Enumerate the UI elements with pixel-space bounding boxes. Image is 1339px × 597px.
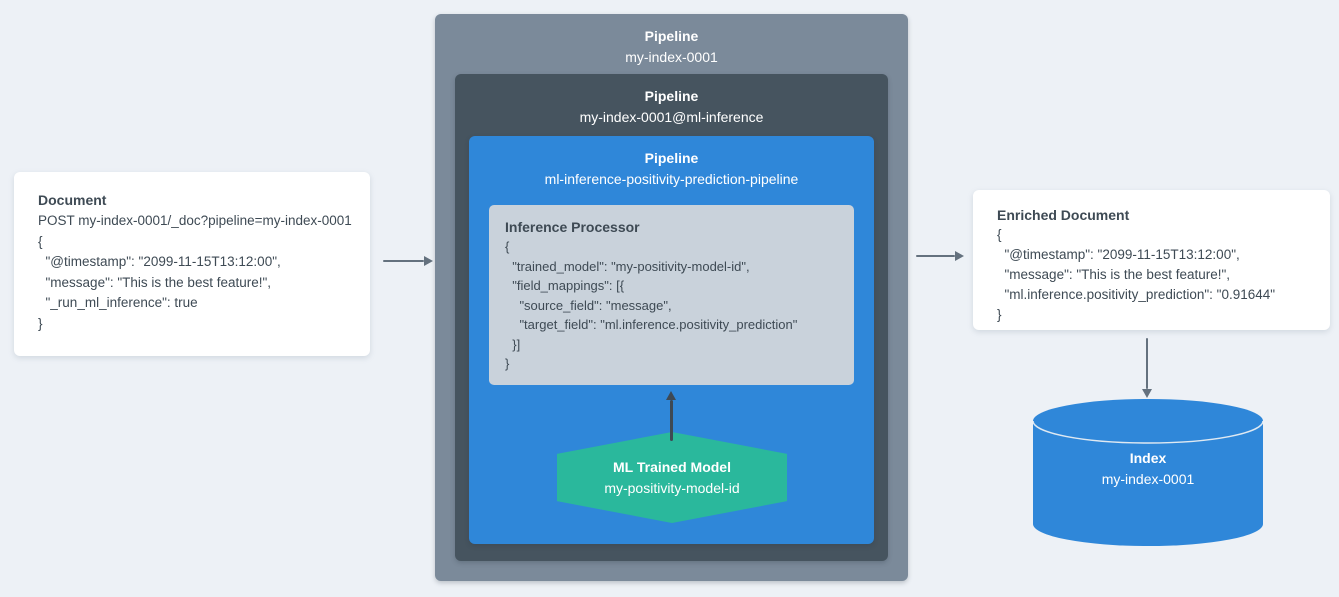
document-code-line: POST my-index-0001/_doc?pipeline=my-inde… (38, 213, 352, 228)
enriched-code-line: "ml.inference.positivity_prediction": "0… (997, 287, 1276, 302)
ml-trained-model-name: my-positivity-model-id (604, 479, 740, 496)
document-code-line: { (38, 233, 43, 249)
enriched-code-line: } (997, 307, 1002, 322)
index-cylinder: Index my-index-0001 (1032, 398, 1264, 547)
cylinder-shape (1032, 399, 1264, 546)
outer-pipeline-box: Pipeline my-index-0001 Pipeline my-index… (435, 14, 908, 581)
index-title: Index (1129, 450, 1167, 466)
ml-pipeline-name: ml-inference-positivity-prediction-pipel… (544, 171, 799, 187)
arrow-shaft (383, 259, 424, 263)
document-card-title: Document (38, 192, 107, 208)
arrow-head (424, 256, 433, 266)
processor-code-line: "target_field": "ml.inference.positivity… (505, 317, 798, 332)
ml-trained-model-title: ML Trained Model (613, 458, 731, 475)
enriched-code-line: "message": "This is the best feature!", (997, 267, 1231, 282)
processor-code-line: "field_mappings": [{ (505, 278, 625, 293)
arrow-down-icon (1141, 338, 1153, 398)
processor-code-line: }] (505, 336, 521, 352)
index-name: my-index-0001 (1101, 471, 1195, 487)
document-code-line: "_run_ml_inference": true (38, 295, 198, 310)
document-card: Document POST my-index-0001/_doc?pipelin… (14, 172, 370, 356)
arrow-shaft (669, 400, 673, 441)
document-code-line: } (38, 315, 43, 331)
index-label: Index my-index-0001 (1033, 448, 1263, 490)
processor-code-line: } (505, 356, 510, 371)
outer-pipeline-header: Pipeline my-index-0001 (435, 14, 908, 68)
arrow-right-icon (916, 248, 964, 264)
ml-pipeline-title: Pipeline (644, 150, 699, 166)
ml-pipeline-header: Pipeline ml-inference-positivity-predict… (469, 136, 874, 190)
inference-pipeline-title: Pipeline (644, 88, 699, 104)
document-code-line: "message": "This is the best feature!", (38, 274, 272, 290)
inference-pipeline-box: Pipeline my-index-0001@ml-inference Pipe… (455, 74, 888, 561)
arrow-head (1142, 389, 1152, 398)
outer-pipeline-name: my-index-0001 (625, 49, 718, 65)
arrow-head (666, 391, 676, 400)
document-code-line: "@timestamp": "2099-11-15T13:12:00", (38, 254, 281, 269)
processor-code-line: "source_field": "message", (505, 297, 672, 313)
enriched-code-line: "@timestamp": "2099-11-15T13:12:00", (997, 247, 1240, 262)
arrow-right-icon (383, 253, 433, 269)
outer-pipeline-title: Pipeline (644, 28, 699, 44)
enriched-document-card: Enriched Document { "@timestamp": "2099-… (973, 190, 1330, 330)
arrow-head (955, 251, 964, 261)
arrow-shaft (916, 254, 955, 258)
ml-trained-model-hexagon: ML Trained Model my-positivity-model-id (557, 432, 787, 523)
inference-pipeline-header: Pipeline my-index-0001@ml-inference (455, 74, 888, 128)
inference-processor-title: Inference Processor (505, 219, 640, 235)
ml-pipeline-box: Pipeline ml-inference-positivity-predict… (469, 136, 874, 544)
inference-processor-box: Inference Processor { "trained_model": "… (489, 205, 854, 385)
arrow-up-icon (665, 391, 677, 441)
arrow-shaft (1145, 338, 1149, 389)
enriched-code-line: { (997, 227, 1002, 242)
processor-code-line: "trained_model": "my-positivity-model-id… (505, 258, 750, 274)
enriched-document-title: Enriched Document (997, 207, 1130, 223)
processor-code-line: { (505, 239, 510, 254)
inference-pipeline-name: my-index-0001@ml-inference (579, 109, 764, 125)
